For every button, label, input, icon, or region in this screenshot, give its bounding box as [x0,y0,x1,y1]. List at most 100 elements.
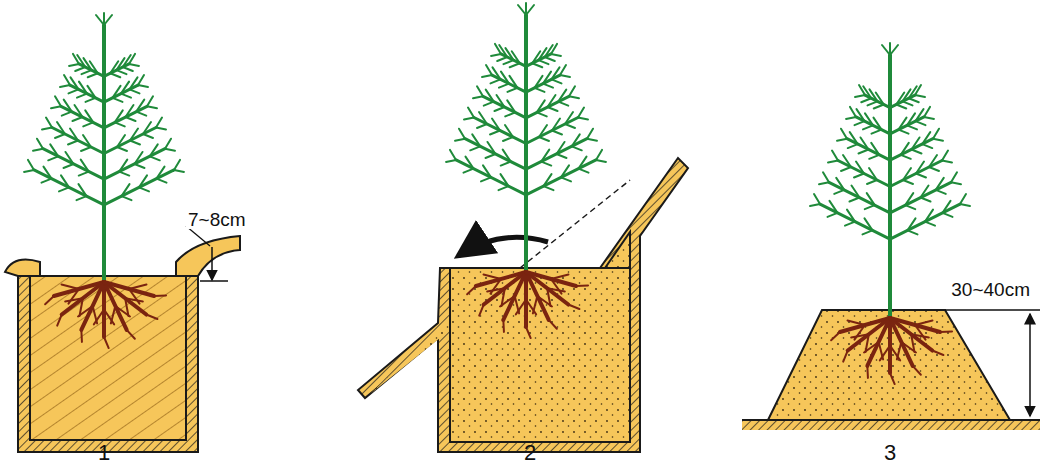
stroke [867,180,877,184]
stroke [495,44,501,54]
stroke [80,330,83,342]
stroke [48,156,58,160]
figure-number: 2 [524,442,536,464]
stroke [901,143,909,155]
stroke [828,213,838,217]
stroke [869,155,879,159]
stroke [130,141,140,145]
stroke [561,177,571,181]
stroke [503,137,513,141]
stroke [73,117,83,121]
stroke [901,155,911,159]
stroke [104,149,165,180]
stroke [924,107,930,117]
stroke [135,164,145,168]
stroke [505,125,513,137]
stroke [493,67,501,79]
stroke [552,119,560,131]
stroke [143,122,151,134]
stroke [558,90,566,102]
stroke [501,162,511,166]
stroke [147,106,157,108]
stroke [464,118,474,120]
stroke [477,86,483,96]
stroke [69,89,79,93]
stroke [933,139,943,141]
stroke [533,296,537,313]
stroke [940,330,952,333]
stroke [466,157,474,169]
stroke [117,135,125,147]
stroke [915,85,921,95]
stroke [69,64,79,66]
stroke [499,45,507,57]
stroke [61,106,104,128]
stroke [576,284,588,287]
stroke [157,167,165,179]
stroke [857,109,865,121]
stroke [838,161,890,187]
stroke [136,112,146,116]
stroke [57,122,65,134]
stroke [526,139,587,170]
stroke [174,160,180,170]
figure-2 [358,158,688,452]
stroke [110,61,118,73]
stroke [915,325,925,340]
stroke [951,182,961,184]
stroke [535,88,545,92]
stroke [104,128,156,154]
stroke [110,73,120,77]
stroke [561,165,569,177]
stroke [579,169,589,173]
stroke [122,184,130,196]
stroke [483,165,491,177]
stroke [64,164,74,168]
stroke [912,149,922,153]
stroke [539,60,549,64]
stroke [79,184,87,196]
stroke [503,150,511,162]
stroke [865,218,873,230]
stroke [73,54,79,64]
stroke [903,89,911,101]
stroke [516,300,526,315]
stroke [136,100,144,112]
stroke [117,70,127,74]
stroke [820,204,890,239]
stroke [837,139,847,141]
stroke [863,86,871,98]
stroke [943,213,953,217]
stroke [565,124,575,128]
stroke [543,72,551,84]
stroke [474,118,526,144]
stroke [75,67,85,71]
stroke [846,117,856,119]
stroke [491,54,501,56]
stroke [890,117,924,134]
stroke [921,198,931,202]
stroke [33,149,43,151]
stroke [81,147,91,151]
stroke [501,72,509,84]
stroke [62,285,79,289]
stroke [843,155,851,167]
stroke [855,121,865,125]
stroke [77,55,85,67]
stroke [823,172,829,182]
stroke [903,101,913,105]
stroke [477,124,487,128]
stroke [45,296,54,304]
stroke [841,167,851,171]
stroke [850,132,858,144]
stroke [501,174,509,186]
stroke [890,95,915,108]
stroke [911,334,914,352]
stroke [890,139,933,161]
stroke [828,161,838,163]
stroke [908,230,918,234]
stroke [854,174,864,178]
stroke [539,137,549,141]
stroke [450,150,456,160]
stroke [129,289,139,304]
